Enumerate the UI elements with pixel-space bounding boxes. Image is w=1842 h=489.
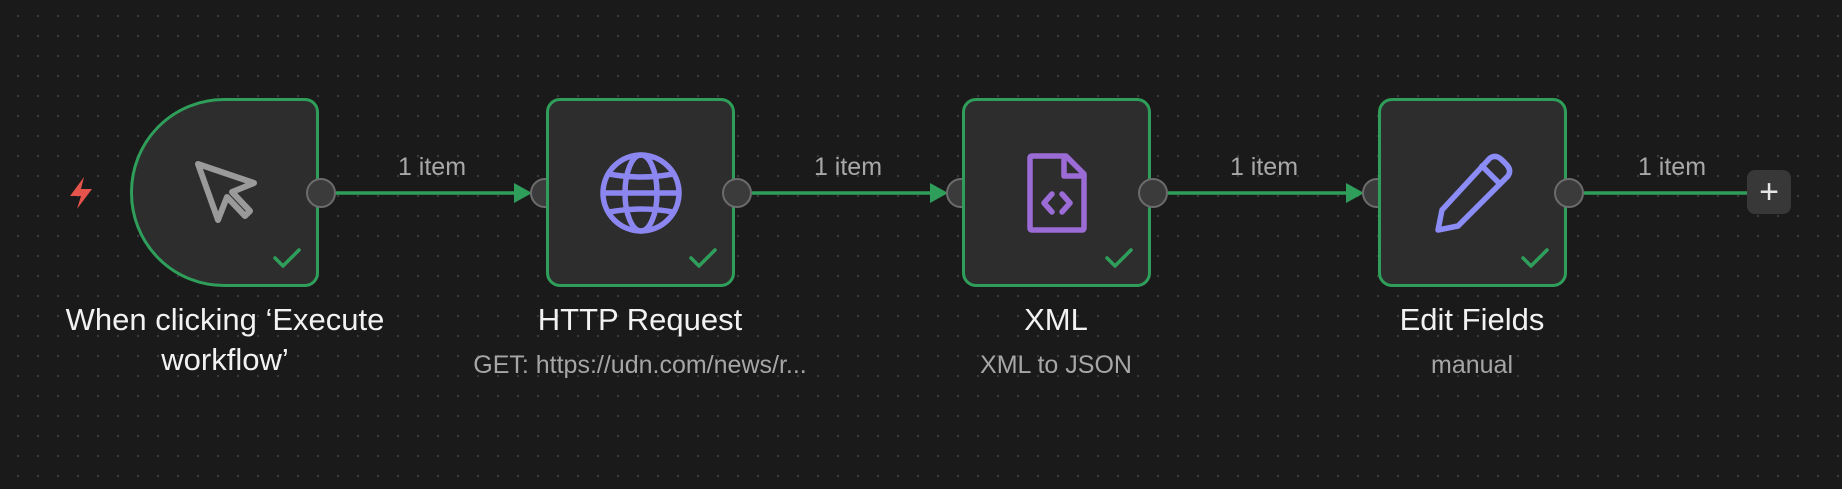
globe-icon [598, 150, 684, 236]
connection-arrowhead-3 [1346, 183, 1364, 203]
node-xml[interactable] [962, 98, 1151, 287]
cursor-arrow-icon [182, 150, 268, 236]
node-manual-trigger[interactable] [130, 98, 319, 287]
node-http-request[interactable] [546, 98, 735, 287]
connection-arrowhead-1 [514, 183, 532, 203]
success-check-icon [1520, 246, 1550, 270]
success-check-icon [1104, 246, 1134, 270]
node-2-subtitle: GET: https://udn.com/news/r... [473, 351, 807, 379]
file-code-icon [1014, 150, 1100, 236]
success-check-icon [688, 246, 718, 270]
node-3-subtitle: XML to JSON [980, 351, 1132, 379]
add-node-button[interactable]: + [1747, 170, 1791, 214]
node-1-title: When clicking ‘Execute workflow’ [65, 302, 385, 377]
connection-2-label: 1 item [813, 153, 883, 181]
node-3-title: XML [1024, 302, 1088, 337]
pencil-icon [1430, 150, 1516, 236]
node-4-output-handle[interactable] [1554, 178, 1584, 208]
node-4-subtitle: manual [1431, 351, 1513, 379]
node-4-title: Edit Fields [1399, 302, 1545, 337]
node-edit-fields[interactable] [1378, 98, 1567, 287]
connection-3-label: 1 item [1229, 153, 1299, 181]
node-2-output-handle[interactable] [722, 178, 752, 208]
connection-4-label: 1 item [1637, 153, 1707, 181]
node-1-output-handle[interactable] [306, 178, 336, 208]
node-3-output-handle[interactable] [1138, 178, 1168, 208]
success-check-icon [272, 246, 302, 270]
lightning-bolt-icon [64, 175, 98, 211]
connection-arrowhead-2 [930, 183, 948, 203]
node-2-title: HTTP Request [537, 302, 743, 337]
connection-1-label: 1 item [397, 153, 467, 181]
